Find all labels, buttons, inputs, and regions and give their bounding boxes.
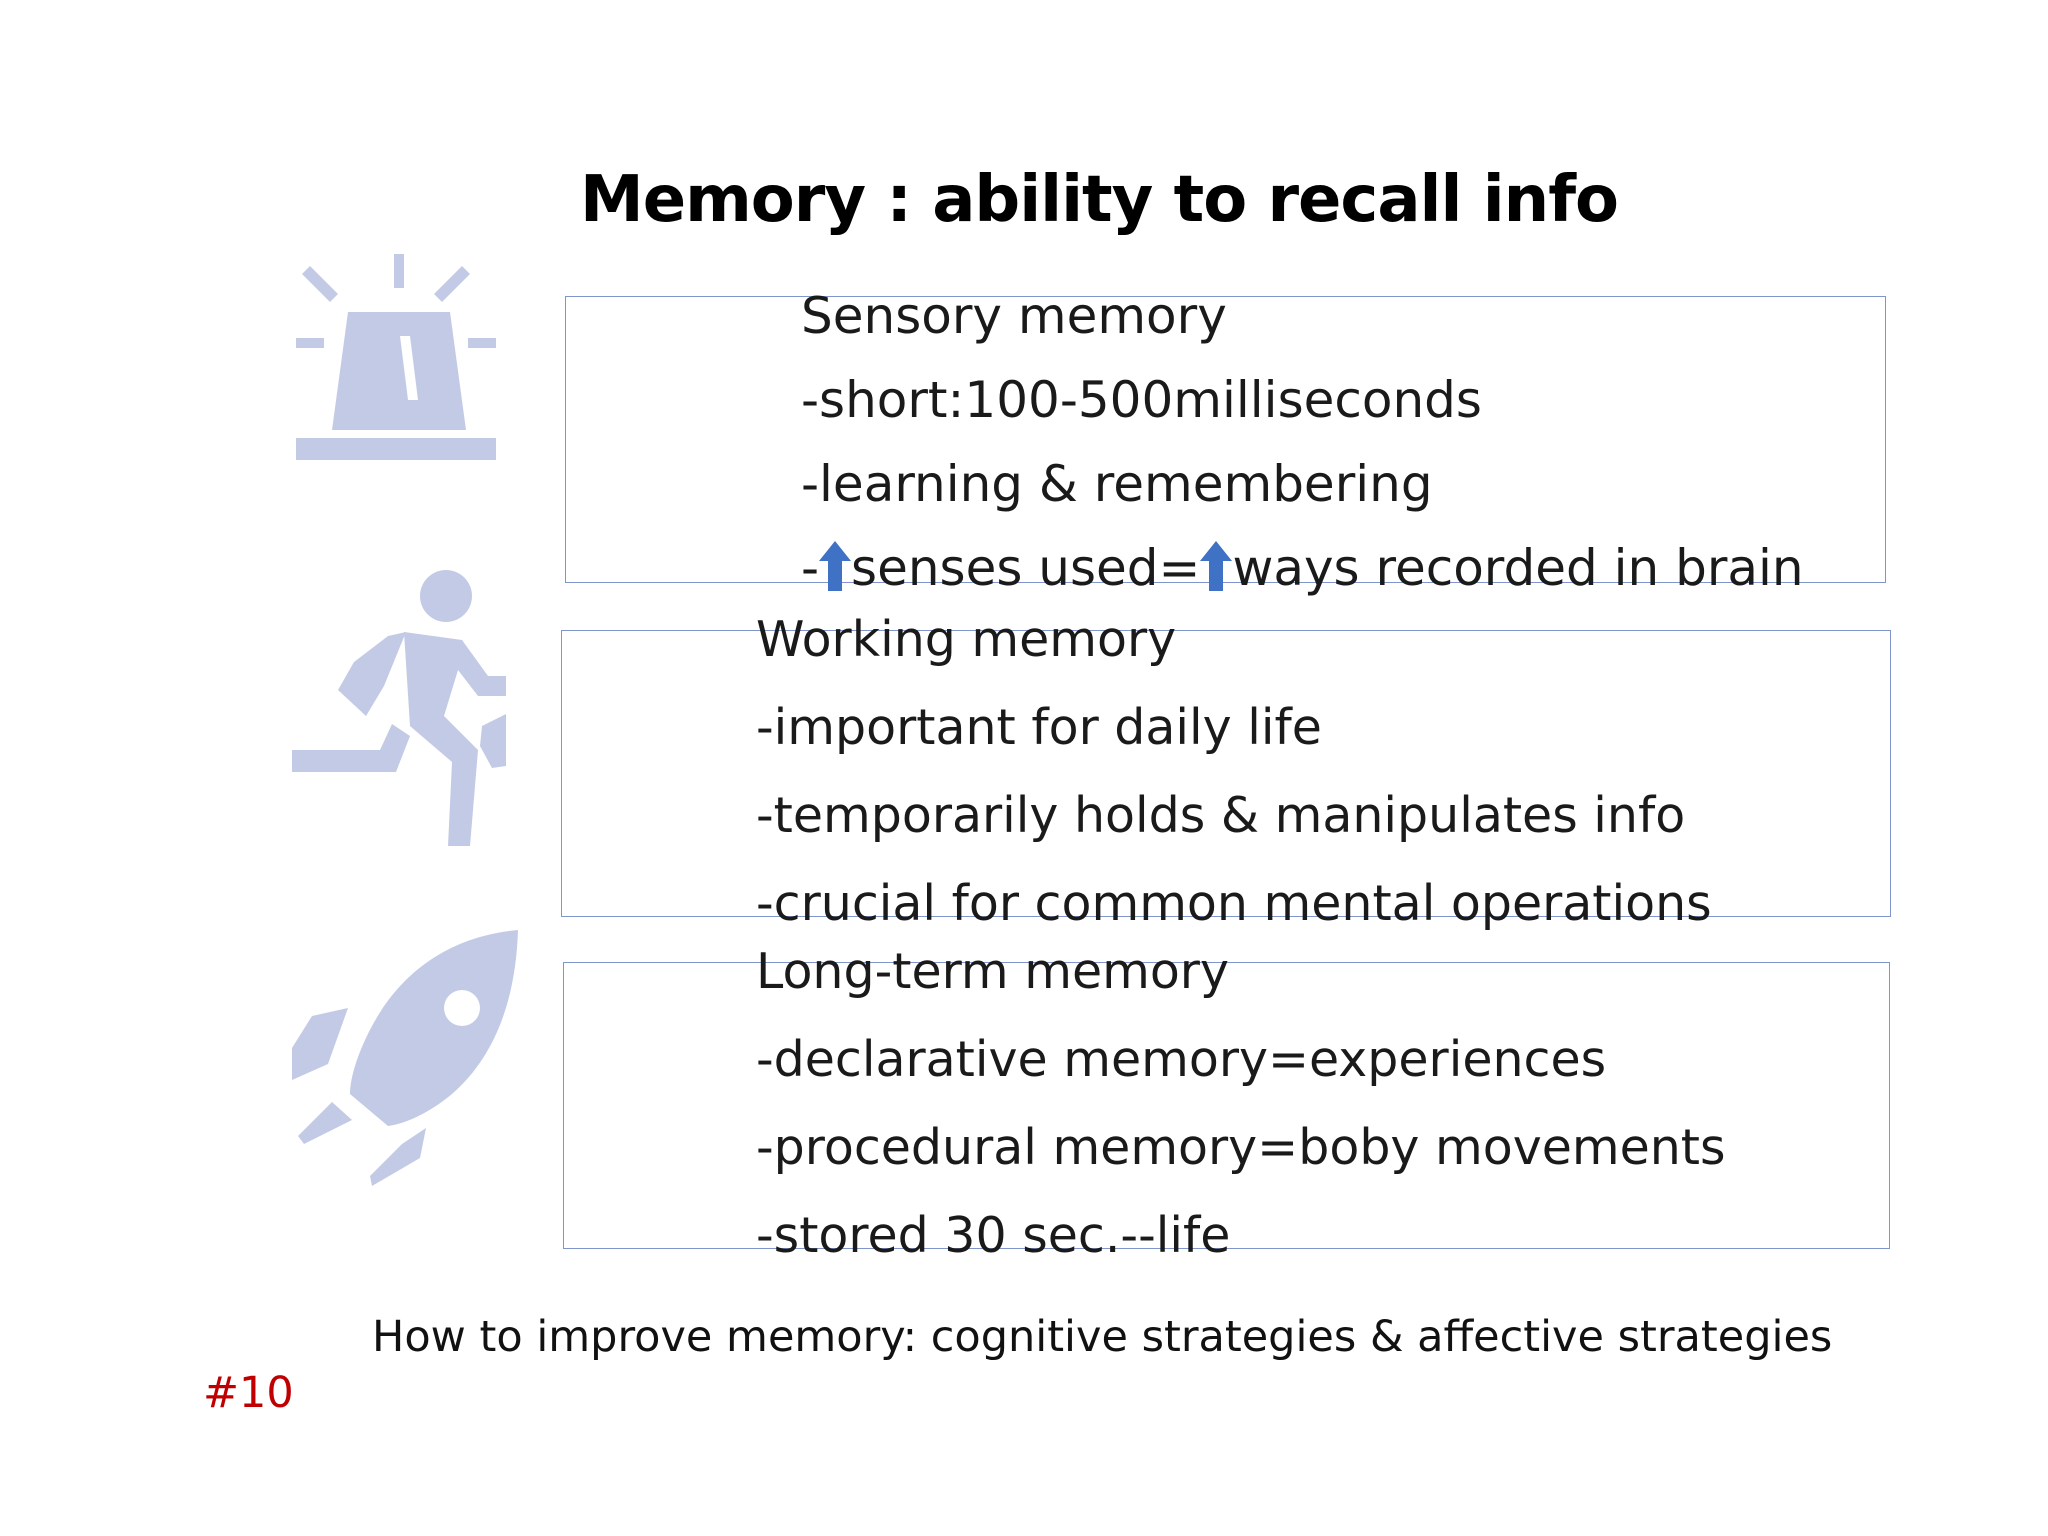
slide-title: Memory : ability to recall info [580,163,1619,237]
long-term-line-1: -declarative memory=experiences [756,1031,1607,1088]
long-term-memory-box [563,962,1890,1249]
sensory-memory-box [565,296,1886,583]
working-line-3: -crucial for common mental operations [756,875,1712,932]
working-memory-text: Working memory -important for daily life… [756,596,1712,948]
sensory-line-3-mid: senses used= [851,539,1201,597]
siren-icon [296,254,496,460]
working-memory-heading: Working memory [756,611,1177,668]
working-line-1: -important for daily life [756,699,1322,756]
sensory-memory-heading: Sensory memory [801,287,1227,345]
sensory-line-3-end: ways recorded in brain [1232,539,1804,597]
sensory-line-3-prefix: - [801,539,820,597]
rocket-icon [292,930,518,1186]
footer-note: How to improve memory: cognitive strateg… [372,1312,1833,1362]
long-term-line-3: -stored 30 sec.--life [756,1207,1231,1264]
working-memory-box [561,630,1891,917]
sensory-memory-text: Sensory memory -short:100-500millisecond… [801,274,1804,610]
slide-number: #10 [203,1368,294,1418]
long-term-memory-heading: Long-term memory [756,943,1229,1000]
sensory-line-3: -senses used= ways recorded in brain [801,526,1804,610]
sensory-line-2: -learning & remembering [801,455,1433,513]
sensory-line-1: -short:100-500milliseconds [801,371,1482,429]
long-term-line-2: -procedural memory=boby movements [756,1119,1726,1176]
up-arrow-icon [819,541,852,591]
running-person-icon [292,570,506,846]
working-line-2: -temporarily holds & manipulates info [756,787,1686,844]
up-arrow-icon [1200,541,1233,591]
long-term-memory-text: Long-term memory -declarative memory=exp… [756,928,1726,1280]
